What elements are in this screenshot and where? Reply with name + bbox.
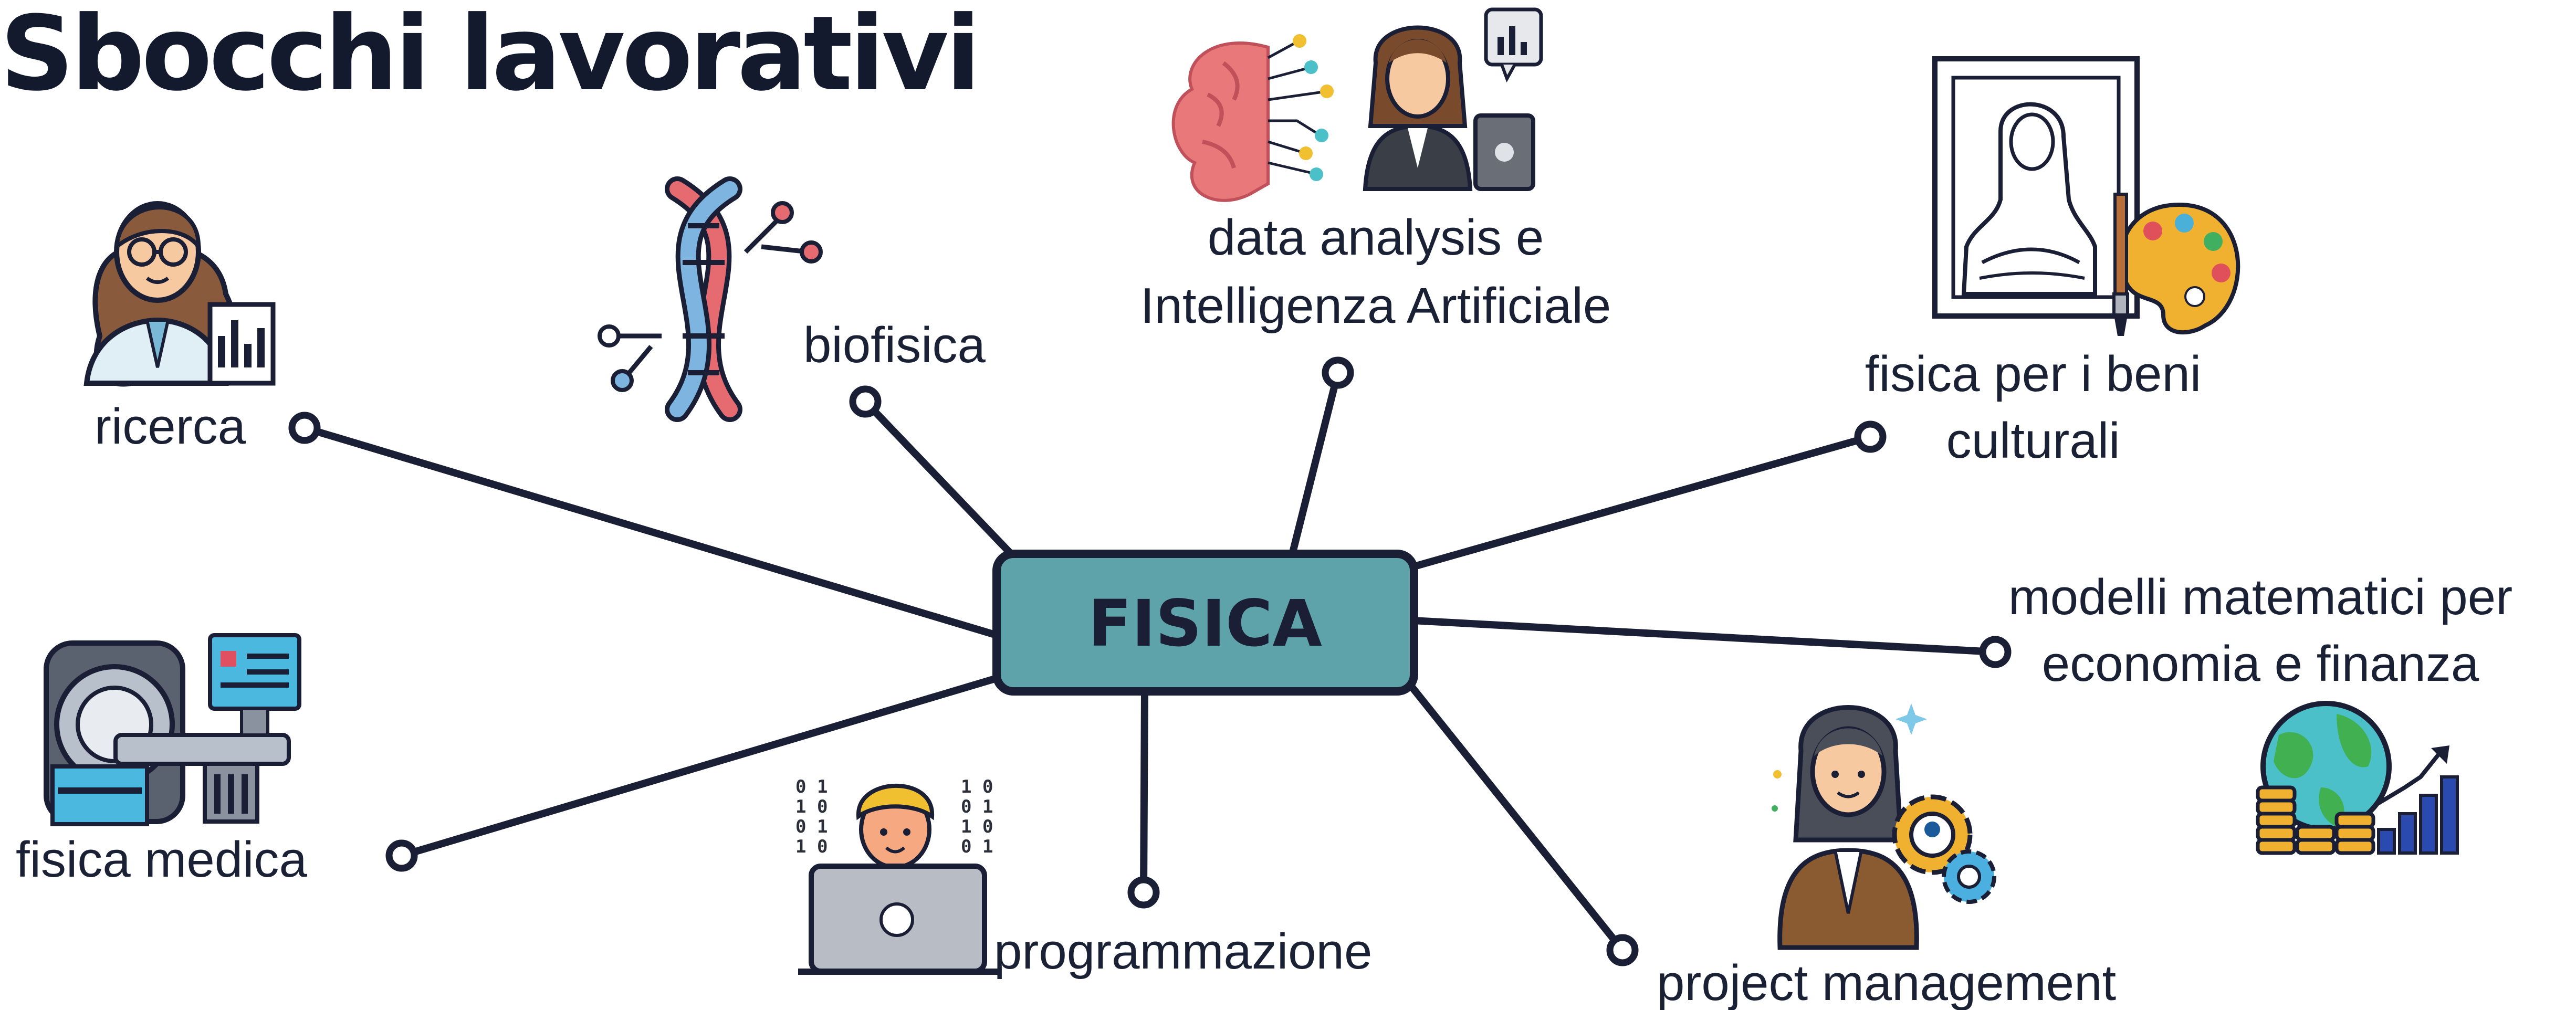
mri-scanner-icon	[44, 633, 301, 826]
connector-ricerca	[301, 424, 1004, 640]
connector-project	[1409, 684, 1626, 954]
center-label: FISICA	[1088, 586, 1322, 661]
label-project: project management	[1657, 955, 2116, 1010]
manager-gears-icon	[1772, 703, 1996, 950]
connector-beni	[1409, 433, 1874, 571]
svg-text:0 1: 0 1	[961, 796, 993, 817]
dot-programmazione	[1127, 876, 1160, 909]
label-beni-line1: fisica per i beni	[1865, 346, 2201, 402]
label-modelli-line2: economia e finanza	[2042, 636, 2479, 692]
connector-medica	[398, 674, 1004, 859]
dot-modelli	[1979, 636, 2012, 668]
dot-beni	[1854, 420, 1887, 453]
label-data-line2: Intelligenza Artificiale	[1140, 278, 1611, 334]
svg-text:1 0: 1 0	[961, 776, 993, 797]
label-ricerca: ricerca	[95, 398, 246, 455]
label-beni-line2: culturali	[1946, 413, 2120, 469]
endpoint-dots	[288, 356, 2012, 966]
dot-project	[1606, 934, 1639, 966]
dot-medica	[385, 839, 418, 872]
palette-icon	[2112, 193, 2240, 336]
dna-icon	[598, 176, 823, 422]
programmer-icon: 0 1 1 0 0 1 1 0 1 0 0 1 1 0 0 1	[795, 776, 998, 975]
label-biofisica: biofisica	[803, 317, 986, 373]
connectors	[301, 369, 1999, 954]
svg-text:1 0: 1 0	[795, 796, 828, 817]
connector-biofisica	[862, 398, 1020, 563]
binary-right: 1 0 0 1 1 0 0 1	[961, 776, 993, 857]
svg-text:0 1: 0 1	[795, 776, 828, 797]
connector-modelli	[1409, 617, 1999, 656]
labels: ricerca biofisica data analysis e Intell…	[16, 209, 2512, 1010]
globe-finance-icon	[2256, 701, 2459, 855]
ai-brain-icon	[1171, 34, 1334, 202]
label-data-line1: data analysis e	[1208, 209, 1544, 266]
svg-text:0 1: 0 1	[961, 836, 993, 857]
dot-ricerca	[288, 412, 321, 444]
mona-lisa-painting-icon	[1932, 56, 2140, 319]
svg-text:1 0: 1 0	[961, 816, 993, 837]
connector-data	[1288, 369, 1342, 560]
page-title: Sbocchi lavorativi	[0, 0, 978, 114]
label-medica: fisica medica	[16, 832, 307, 888]
svg-text:0 1: 0 1	[795, 816, 828, 837]
data-analyst-icon	[1363, 7, 1543, 191]
dot-biofisica	[849, 385, 882, 418]
scientist-icon	[83, 201, 276, 387]
label-programmazione: programmazione	[994, 923, 1372, 980]
binary-left: 0 1 1 0 0 1 1 0	[795, 776, 828, 857]
dot-data	[1322, 356, 1354, 389]
connector-programmazione	[1140, 689, 1148, 896]
svg-text:1 0: 1 0	[795, 836, 828, 857]
label-modelli-line1: modelli matematici per	[2008, 569, 2512, 625]
center-node: FISICA	[992, 550, 1418, 696]
